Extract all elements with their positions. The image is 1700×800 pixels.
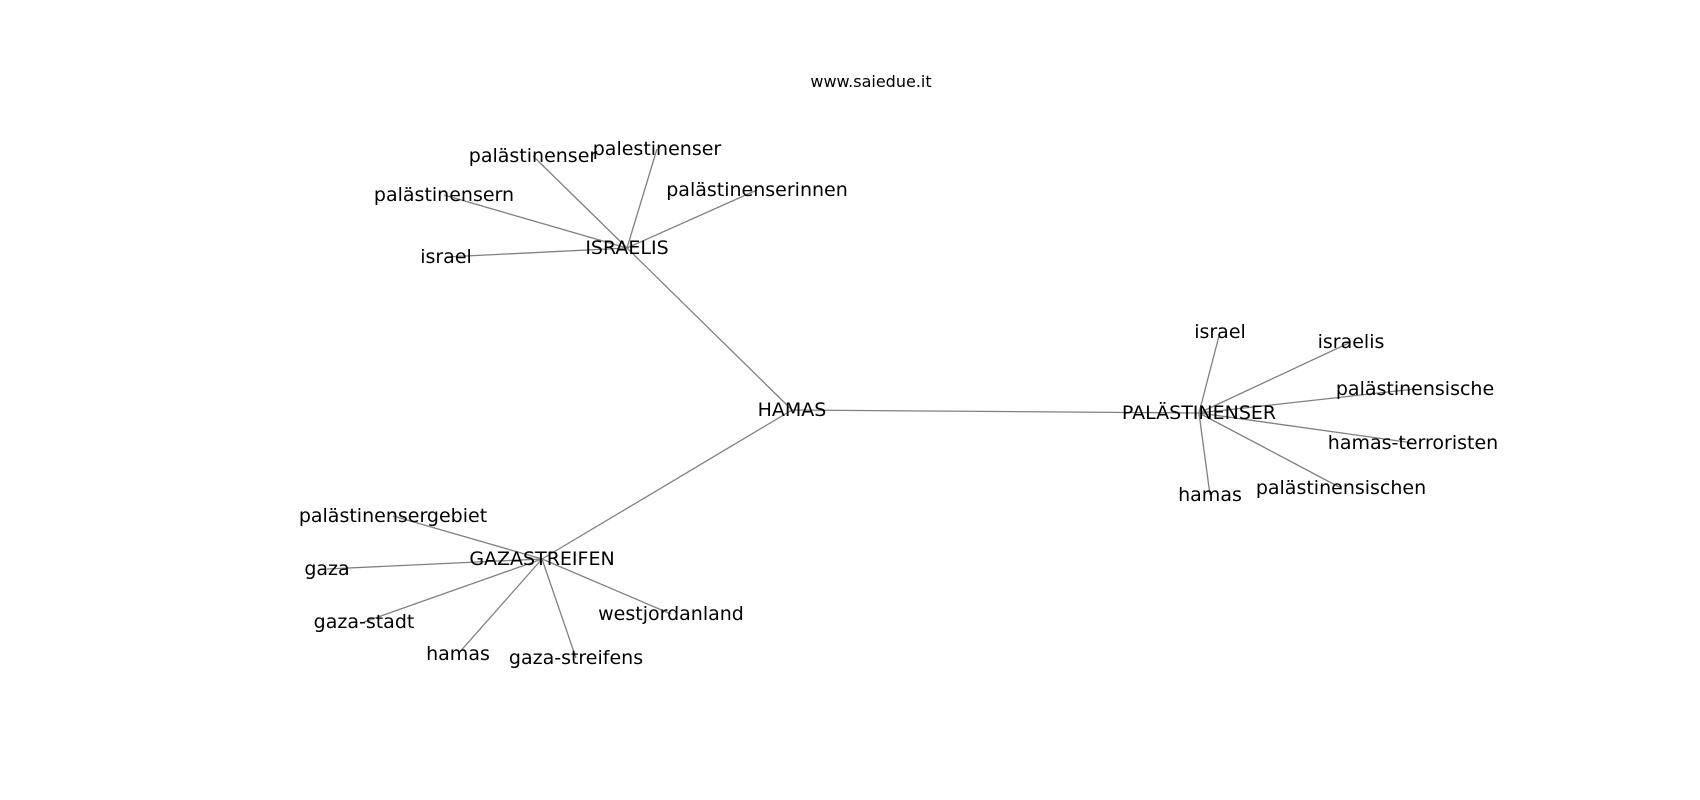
edge-israelis_c-i5 <box>445 247 628 258</box>
node-label-g6: westjordanland <box>598 603 744 625</box>
node-label-g3: gaza-stadt <box>314 611 415 633</box>
node-label-p3: palästinensische <box>1336 378 1494 400</box>
edge-hamas_c-israelis_c <box>626 247 793 411</box>
edge-pal_c-p6 <box>1198 412 1211 496</box>
edge-gaza_c-g5 <box>541 558 577 659</box>
node-label-p4: hamas-terroristen <box>1328 432 1498 454</box>
site-caption: www.saiedue.it <box>810 72 931 91</box>
edge-gaza_c-g6 <box>541 558 672 615</box>
edge-pal_c-p3 <box>1198 388 1416 414</box>
edge-pal_c-p4 <box>1198 412 1414 444</box>
edge-gaza_c-g4 <box>457 558 543 655</box>
node-label-g5: gaza-streifens <box>509 647 643 669</box>
edge-gaza_c-g1 <box>392 515 543 560</box>
node-label-g1: palästinensergebiet <box>299 505 487 527</box>
edge-israelis_c-i1 <box>532 155 628 249</box>
edge-israelis_c-i3 <box>626 189 758 249</box>
node-label-p5: palästinensischen <box>1256 477 1426 499</box>
edges-layer <box>326 148 1416 659</box>
edge-gaza_c-g2 <box>326 558 543 570</box>
edge-pal_c-p2 <box>1198 341 1352 414</box>
node-label-i2: palestinenser <box>593 138 722 160</box>
node-label-p1: israel <box>1194 321 1246 343</box>
node-label-israelis_c: ISRAELIS <box>585 237 668 259</box>
node-label-i3: palästinenserinnen <box>666 179 848 201</box>
edge-hamas_c-pal_c <box>791 409 1200 414</box>
node-label-g4: hamas <box>426 643 490 665</box>
edge-gaza_c-g3 <box>363 558 543 623</box>
node-label-p6: hamas <box>1178 484 1242 506</box>
edge-israelis_c-i4 <box>443 194 628 249</box>
edge-israelis_c-i2 <box>626 148 658 249</box>
node-label-p2: israelis <box>1318 331 1385 353</box>
node-label-gaza_c: GAZASTREIFEN <box>469 548 614 570</box>
node-label-i5: israel <box>420 246 472 268</box>
node-label-i1: palästinenser <box>469 145 598 167</box>
edge-pal_c-p1 <box>1198 331 1221 414</box>
node-label-pal_c: PALÄSTINENSER <box>1122 401 1276 424</box>
labels-layer: HAMAS ISRAELIS GAZASTREIFEN PALÄSTINENSER pa… <box>299 138 1498 669</box>
node-label-i4: palästinensern <box>374 184 514 206</box>
edge-pal_c-p5 <box>1198 412 1342 489</box>
edge-hamas_c-gaza_c <box>541 409 793 560</box>
node-label-g2: gaza <box>304 558 349 580</box>
node-label-hamas_c: HAMAS <box>758 399 827 421</box>
